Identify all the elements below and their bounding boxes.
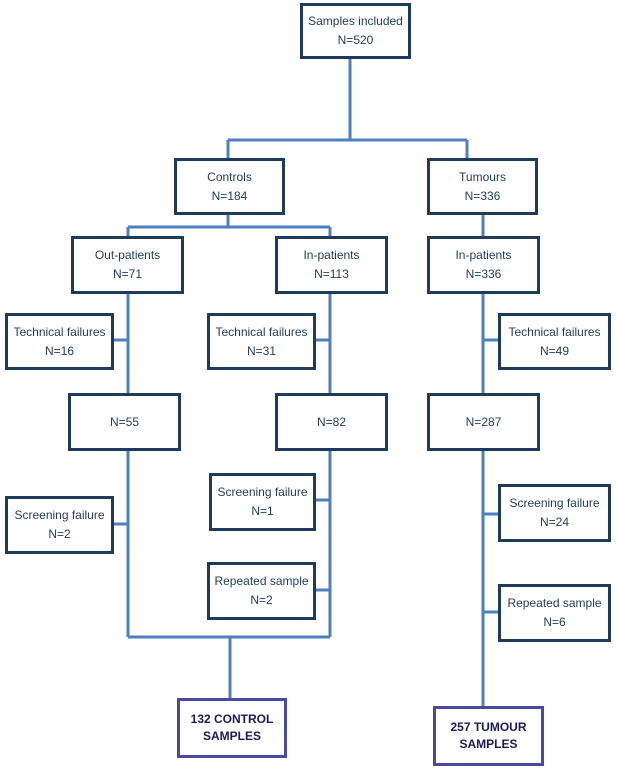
repeated-sample-tumours-box: Repeated sample N=6 [498,584,611,642]
remaining-tumours-box: N=287 [427,393,540,451]
technical-failures-in-controls-box: Technical failures N=31 [207,313,316,370]
box-count: N=520 [337,33,374,47]
box-count: N=2 [250,593,273,607]
box-label: Samples included [308,14,403,28]
box-label: Technical failures [508,324,601,339]
out-patients-box: Out-patients N=71 [71,236,184,294]
box-label: Screening failure [217,485,308,499]
box-label: In-patients [455,248,512,262]
box-count: N=55 [109,414,140,429]
box-count: N=24 [539,515,570,529]
box-label: Screening failure [14,508,105,522]
final-tumour-samples-box: 257 TUMOUR SAMPLES [433,706,544,766]
box-count: N=287 [465,414,502,429]
box-label: SAMPLES [202,729,261,743]
box-label: Tumours [459,169,506,184]
box-label: Controls [207,169,252,184]
box-label: Out-patients [94,248,161,262]
repeated-sample-in-controls-box: Repeated sample N=2 [207,562,316,620]
box-count: N=336 [464,188,501,203]
remaining-in-controls-box: N=82 [275,393,388,451]
box-count: N=336 [465,267,502,281]
controls-box: Controls N=184 [174,158,285,215]
box-label: 132 CONTROL [190,712,274,726]
box-count: N=6 [543,615,566,629]
box-label: In-patients [303,248,360,262]
remaining-out-box: N=55 [68,393,181,451]
box-count: N=184 [211,188,248,203]
screening-failure-out-box: Screening failure N=2 [5,496,114,554]
box-count: N=82 [316,414,347,429]
box-label: Repeated sample [507,596,602,610]
box-count: N=113 [314,267,349,281]
box-count: N=31 [246,343,277,358]
screening-failure-tumours-box: Screening failure N=24 [498,484,611,542]
samples-included-box: Samples included N=520 [300,3,411,59]
box-label: Technical failures [13,324,106,339]
technical-failures-tumours-box: Technical failures N=49 [498,313,611,370]
box-count: N=1 [251,504,274,518]
box-count: N=2 [48,527,71,541]
technical-failures-out-box: Technical failures N=16 [5,313,114,370]
box-count: N=16 [44,343,75,358]
in-patients-controls-box: In-patients N=113 [275,236,388,294]
box-count: N=49 [539,343,570,358]
tumours-box: Tumours N=336 [427,158,538,215]
box-label: Repeated sample [214,574,309,588]
box-label: Technical failures [215,324,308,339]
box-label: 257 TUMOUR [450,720,527,734]
box-count: N=71 [112,267,143,281]
box-label: Screening failure [509,496,600,510]
final-control-samples-box: 132 CONTROL SAMPLES [177,698,287,758]
screening-failure-in-controls-box: Screening failure N=1 [209,473,316,531]
box-label: SAMPLES [459,737,518,751]
in-patients-tumours-box: In-patients N=336 [427,236,540,294]
